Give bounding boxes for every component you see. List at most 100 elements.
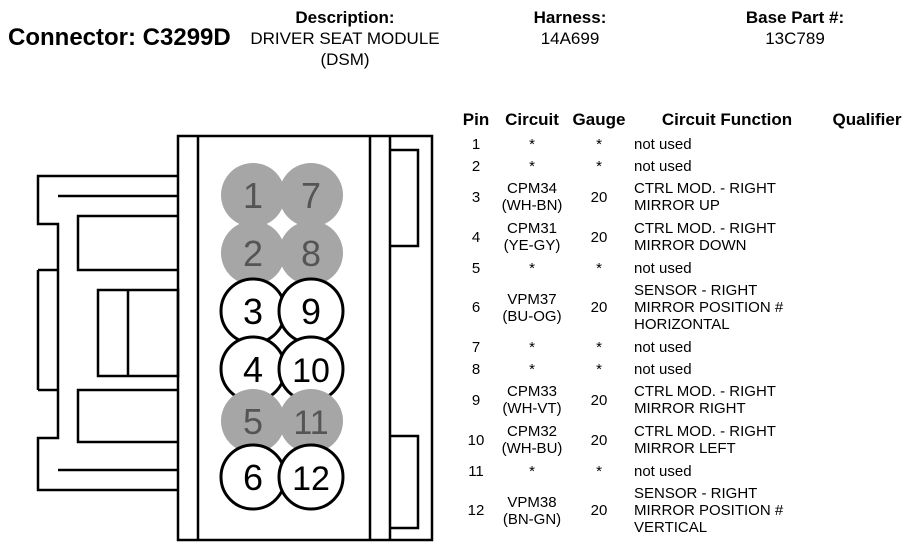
base-part-label: Base Part #: bbox=[745, 8, 845, 27]
cell-circuit-function-line: CTRL MOD. - RIGHT bbox=[634, 423, 776, 440]
cell-gauge-line: 20 bbox=[590, 502, 608, 519]
cell-circuit-function: not used bbox=[630, 460, 824, 482]
pin-number: 7 bbox=[301, 175, 321, 216]
header-gauge: Gauge bbox=[572, 110, 626, 129]
cell-gauge: * bbox=[568, 460, 630, 482]
cell-circuit: CPM33(WH-VT) bbox=[496, 380, 568, 420]
cell-circuit: VPM38(BN-GN) bbox=[496, 482, 568, 539]
cell-circuit-line: CPM31 bbox=[506, 220, 558, 237]
pin-circle bbox=[221, 221, 285, 285]
cell-circuit-line: (YE-GY) bbox=[503, 237, 561, 254]
cell-circuit: * bbox=[496, 460, 568, 482]
cell-pin: 12 bbox=[456, 482, 496, 539]
cell-qualifier bbox=[824, 177, 910, 217]
cell-circuit-function-line: MIRROR POSITION # bbox=[634, 502, 784, 519]
cell-gauge-line: * bbox=[596, 360, 602, 378]
cell-qualifier bbox=[824, 380, 910, 420]
cell-gauge-line: * bbox=[596, 259, 602, 277]
cell-gauge: 20 bbox=[568, 177, 630, 217]
cell-pin: 8 bbox=[456, 358, 496, 380]
pin-circle bbox=[279, 389, 343, 453]
cell-gauge: 20 bbox=[568, 279, 630, 336]
cell-circuit: CPM32(WH-BU) bbox=[496, 420, 568, 460]
pin-circle bbox=[221, 163, 285, 227]
table-row: 5 * * not used bbox=[456, 257, 910, 279]
cell-pin: 4 bbox=[456, 217, 496, 257]
cell-qualifier bbox=[824, 460, 910, 482]
cell-pin-line: 10 bbox=[467, 431, 485, 449]
cell-circuit-function-line: not used bbox=[634, 259, 692, 277]
harness-block: Harness: 14A699 bbox=[500, 7, 640, 49]
base-part-value: 13C789 bbox=[765, 29, 825, 48]
pin-5: 5 bbox=[221, 389, 285, 453]
cell-pin: 10 bbox=[456, 420, 496, 460]
right-notch-top bbox=[390, 148, 420, 248]
pin-2: 2 bbox=[221, 221, 285, 285]
cell-pin-line: 1 bbox=[471, 135, 481, 153]
pinout-table: Pin Circuit Gauge Circuit Function Quali… bbox=[456, 110, 910, 539]
cell-qualifier bbox=[824, 217, 910, 257]
cell-circuit-function-line: CTRL MOD. - RIGHT bbox=[634, 220, 776, 237]
cell-pin-line: 9 bbox=[471, 391, 481, 409]
cell-gauge-line: * bbox=[596, 338, 602, 356]
right-notch-bottom bbox=[390, 434, 420, 530]
cell-circuit-function: not used bbox=[630, 336, 824, 358]
pin-number: 5 bbox=[243, 401, 263, 442]
cell-circuit-line: (WH-BN) bbox=[501, 197, 563, 214]
cell-circuit-function-line: MIRROR UP bbox=[634, 197, 720, 214]
cell-gauge: 20 bbox=[568, 217, 630, 257]
cell-gauge: * bbox=[568, 155, 630, 177]
header-circuit-function: Circuit Function bbox=[661, 110, 793, 129]
pin-6: 6 bbox=[219, 443, 287, 511]
cell-circuit-line: CPM32 bbox=[506, 423, 558, 440]
cell-pin: 2 bbox=[456, 155, 496, 177]
cell-pin-line: 8 bbox=[471, 360, 481, 378]
cell-gauge: * bbox=[568, 133, 630, 155]
cell-circuit: CPM31(YE-GY) bbox=[496, 217, 568, 257]
pin-1: 1 bbox=[221, 163, 285, 227]
table-row: 8**not used bbox=[456, 358, 910, 380]
pin-circle bbox=[279, 163, 343, 227]
cell-qualifier bbox=[824, 133, 910, 155]
cell-qualifier bbox=[824, 420, 910, 460]
cell-pin: 9 bbox=[456, 380, 496, 420]
cell-pin-line: 5 bbox=[471, 259, 481, 277]
cell-pin-line: 4 bbox=[471, 228, 481, 246]
cell-circuit-function: not used bbox=[630, 155, 824, 177]
cell-circuit: VPM37(BU-OG) bbox=[496, 279, 568, 336]
table-row: 1**not used bbox=[456, 133, 910, 155]
cell-circuit: * bbox=[496, 155, 568, 177]
cell-pin: 3 bbox=[456, 177, 496, 217]
cell-circuit-function-line: HORIZONTAL bbox=[634, 316, 730, 333]
table-row: 7**not used bbox=[456, 336, 910, 358]
cell-circuit-line: CPM34 bbox=[506, 180, 558, 197]
cell-circuit-line: VPM37 bbox=[507, 290, 557, 308]
header-qualifier: Qualifier bbox=[832, 110, 902, 129]
cell-pin: 7 bbox=[456, 336, 496, 358]
pin-10: 10 bbox=[277, 335, 345, 403]
cell-qualifier bbox=[824, 257, 910, 279]
cell-circuit: * bbox=[496, 336, 568, 358]
cell-circuit: * bbox=[496, 257, 568, 279]
pin-circle bbox=[279, 221, 343, 285]
base-part-block: Base Part #: 13C789 bbox=[720, 7, 870, 49]
cell-gauge-line: * bbox=[596, 157, 602, 175]
cell-circuit-line: * bbox=[529, 135, 535, 153]
cell-circuit-line: (BN-GN) bbox=[502, 510, 562, 528]
harness-label: Harness: bbox=[533, 8, 607, 27]
pin-7: 7 bbox=[279, 163, 343, 227]
latch-rib-top-2 bbox=[76, 214, 178, 272]
cell-circuit: * bbox=[496, 358, 568, 380]
cell-gauge: 20 bbox=[568, 380, 630, 420]
description-line-1: DRIVER SEAT MODULE bbox=[250, 29, 440, 48]
cell-gauge: * bbox=[568, 336, 630, 358]
pin-number: 9 bbox=[301, 291, 321, 332]
cell-pin: 5 bbox=[456, 257, 496, 279]
cell-qualifier bbox=[824, 155, 910, 177]
cell-circuit-line: VPM38 bbox=[507, 493, 557, 511]
